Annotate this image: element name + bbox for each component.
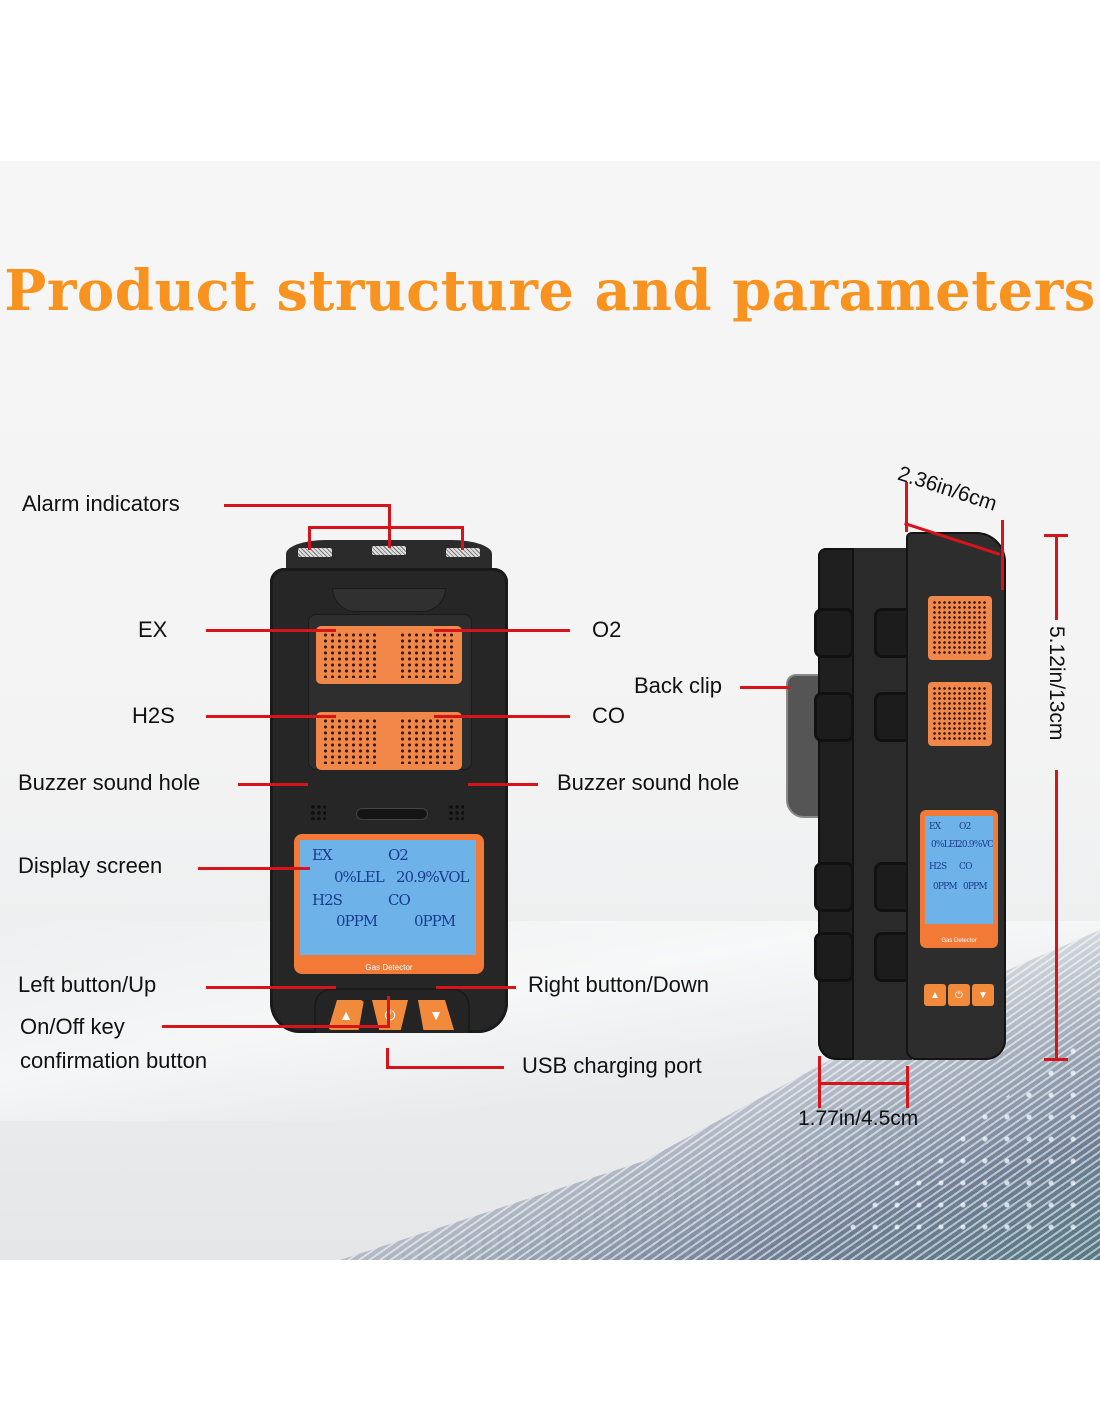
label-h2s: H2S (132, 703, 175, 728)
side-down-button[interactable]: ▼ (972, 984, 994, 1006)
right-down-button[interactable]: ▼ (418, 1000, 454, 1030)
dim-line-height (1055, 534, 1058, 620)
side-power-button[interactable]: ⏻ (948, 984, 970, 1006)
callout-line-alarm (308, 526, 311, 550)
lcd-co-label: CO (388, 891, 411, 909)
dim-line-width (906, 1066, 909, 1108)
dim-line-depth (905, 482, 908, 532)
callout-line-left-button (206, 986, 336, 989)
display-screen: EX O2 0%LEL 20.9%VOL H2S CO 0PPM 0PPM Ga… (294, 834, 484, 974)
side-lcd-h2s-value: 0PPM (933, 882, 958, 892)
label-usb-port: USB charging port (522, 1053, 702, 1078)
device-body: EX O2 0%LEL 20.9%VOL H2S CO 0PPM 0PPM Ga… (270, 568, 508, 1033)
side-lcd-o2-label: O2 (959, 822, 971, 832)
callout-line-alarm (308, 526, 464, 529)
alarm-indicator-right (446, 548, 480, 557)
side-tab (814, 932, 854, 982)
label-buzzer-left: Buzzer sound hole (18, 770, 201, 795)
lcd-panel: EX O2 0%LEL 20.9%VOL H2S CO 0PPM 0PPM (300, 840, 476, 955)
side-lcd-ex-label: EX (929, 822, 941, 832)
callout-line-h2s (206, 715, 336, 718)
label-left-button: Left button/Up (18, 972, 157, 997)
page-title: Product structure and parameters (4, 258, 1096, 324)
lcd-ex-value: 0%LEL (334, 868, 385, 886)
label-o2: O2 (592, 617, 622, 642)
sensor-grill-h2s-co (316, 712, 462, 770)
device-notch (332, 588, 446, 612)
label-ex: EX (138, 617, 168, 642)
side-face: EX O2 0%LEL 20.9%VOL H2S CO 0PPM 0PPM Ga… (906, 532, 1006, 1060)
callout-line-onoff (387, 996, 390, 1028)
lcd-h2s-label: H2S (312, 891, 343, 909)
label-confirmation-button: confirmation button (20, 1048, 208, 1073)
callout-line-onoff (162, 1025, 390, 1028)
dim-line-height (1044, 1058, 1068, 1061)
lcd-o2-label: O2 (388, 846, 409, 864)
label-back-clip: Back clip (634, 673, 723, 698)
lcd-h2s-value: 0PPM (336, 912, 378, 930)
label-onoff-key: On/Off key (20, 1014, 125, 1039)
callout-line-co (434, 715, 570, 718)
side-lcd-co-label: CO (959, 862, 972, 872)
side-sensor-grill-top (928, 596, 992, 660)
dim-line-height (1055, 770, 1058, 1060)
callout-line-usb (386, 1048, 389, 1068)
side-button-panel: ▲ ⏻ ▼ (920, 976, 996, 1016)
buzzer-hole-left (310, 804, 326, 820)
up-arrow-icon: ▲ (930, 989, 940, 1001)
side-tab (814, 692, 854, 742)
callout-line-right-button (436, 986, 516, 989)
label-buzzer-right: Buzzer sound hole (557, 770, 740, 795)
side-lcd-co-value: 0PPM (963, 882, 988, 892)
side-lcd-o2-value: 20.9%VOL (957, 840, 993, 850)
dimension-height: 5.12in/13cm (1045, 626, 1068, 741)
callout-line-back-clip (740, 686, 790, 689)
side-device: EX O2 0%LEL 20.9%VOL H2S CO 0PPM 0PPM Ga… (814, 532, 1008, 1060)
device-slot (356, 808, 428, 820)
down-arrow-icon: ▼ (429, 1007, 443, 1023)
side-lcd-panel: EX O2 0%LEL 20.9%VOL H2S CO 0PPM 0PPM (925, 816, 993, 924)
callout-line-ex (206, 629, 336, 632)
label-display-screen: Display screen (18, 853, 163, 878)
alarm-indicator-left (298, 548, 332, 557)
buzzer-hole-right (448, 804, 464, 820)
side-up-button[interactable]: ▲ (924, 984, 946, 1006)
callout-line-buzzer-right (468, 783, 538, 786)
callout-line-alarm (461, 526, 464, 550)
dim-line-width (818, 1082, 908, 1085)
callout-line-o2 (434, 629, 570, 632)
lcd-ex-label: EX (312, 846, 333, 864)
up-arrow-icon: ▲ (339, 1007, 353, 1023)
callout-line-alarm (224, 504, 390, 507)
side-lcd-h2s-label: H2S (929, 862, 947, 872)
down-arrow-icon: ▼ (978, 989, 988, 1001)
front-device: EX O2 0%LEL 20.9%VOL H2S CO 0PPM 0PPM Ga… (270, 540, 508, 1035)
callout-line-buzzer-left (238, 783, 308, 786)
side-display-screen: EX O2 0%LEL 20.9%VOL H2S CO 0PPM 0PPM Ga… (920, 810, 998, 948)
power-icon: ⏻ (955, 989, 963, 1001)
side-tab (814, 608, 854, 658)
callout-line-display (198, 867, 310, 870)
dimension-width: 1.77in/4.5cm (798, 1107, 919, 1130)
callout-line-usb (386, 1066, 504, 1069)
label-alarm-indicators: Alarm indicators (22, 491, 180, 516)
alarm-indicator-center (372, 546, 406, 555)
dim-line-depth (1001, 520, 1004, 590)
sensor-grill-ex-o2 (316, 626, 462, 684)
label-co: CO (592, 703, 625, 728)
lcd-co-value: 0PPM (414, 912, 456, 930)
side-sensor-grill-bottom (928, 682, 992, 746)
device-brand: Gas Detector (365, 963, 413, 972)
lcd-o2-value: 20.9%VOL (396, 868, 469, 886)
side-lcd-ex-value: 0%LEL (931, 840, 961, 850)
side-device-brand: Gas Detector (941, 938, 977, 944)
side-tab (814, 862, 854, 912)
label-right-button: Right button/Down (528, 972, 709, 997)
